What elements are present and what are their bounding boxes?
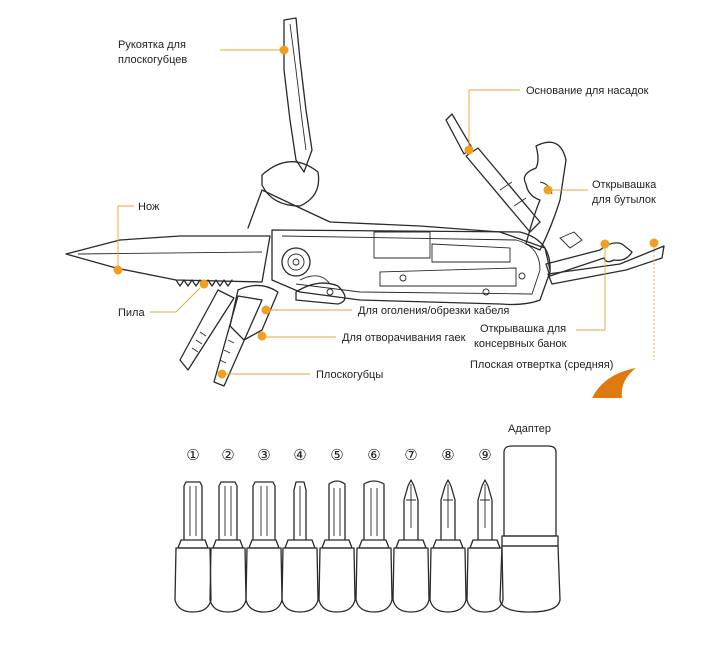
bit-number-2: ②: [221, 446, 234, 464]
label-saw: Пила: [118, 307, 145, 319]
bit-number-5: ⑤: [330, 446, 343, 464]
label-can-opener-line1: Открывашка для: [480, 323, 566, 335]
bit-number-1: ①: [186, 446, 199, 464]
bit-9: [466, 479, 504, 613]
bit-number-9: ⑨: [478, 446, 491, 464]
bottle-opener: [523, 141, 567, 251]
label-pliers-handle-line1: Рукоятка для: [118, 39, 186, 51]
bit-6: [355, 480, 393, 613]
bit-4: [281, 481, 319, 613]
bit-set: [174, 479, 504, 613]
bit-number-3: ③: [257, 446, 270, 464]
label-adapter: Адаптер: [508, 423, 551, 435]
label-wire-cutter: Для оголения/обрезки кабеля: [358, 305, 509, 317]
knife-blade: [65, 235, 271, 283]
label-can-opener-line2: консервных банок: [474, 338, 567, 350]
bit-1: [174, 481, 212, 613]
label-nut-turning: Для отворачивания гаек: [342, 332, 466, 344]
bit-3: [245, 481, 283, 613]
label-bottle-opener-line2: для бутылок: [592, 194, 656, 206]
label-bottle-opener-line1: Открывашка: [592, 179, 657, 191]
bit-number-4: ④: [293, 446, 306, 464]
label-pliers-handle-line2: плоскогубцев: [118, 54, 187, 66]
callout-labels: Рукоятка для плоскогубцев Основание для …: [118, 39, 657, 435]
label-flat-screwdriver: Плоская отвертка (средняя): [470, 359, 613, 371]
callout-markers: [113, 45, 659, 379]
screwdriver-tip-highlight: [592, 368, 636, 398]
bit-numbers: ① ② ③ ④ ⑤ ⑥ ⑦ ⑧ ⑨: [186, 446, 491, 464]
bit-number-8: ⑧: [441, 446, 454, 464]
bit-number-6: ⑥: [367, 446, 380, 464]
bit-5: [318, 480, 356, 613]
can-opener: [545, 242, 633, 277]
label-knife: Нож: [138, 201, 160, 213]
bit-2: [209, 481, 247, 613]
label-pliers: Плоскогубцы: [316, 369, 383, 381]
adapter-sleeve: [499, 445, 561, 613]
handle-body: [271, 229, 551, 306]
bit-holder: [465, 147, 541, 233]
pliers-jaws: [179, 289, 235, 371]
bit-8: [429, 479, 467, 613]
flat-screwdriver-blade: [547, 245, 665, 285]
bit-number-7: ⑦: [404, 446, 417, 464]
label-bit-holder: Основание для насадок: [526, 85, 649, 97]
bit-7: [392, 479, 430, 613]
